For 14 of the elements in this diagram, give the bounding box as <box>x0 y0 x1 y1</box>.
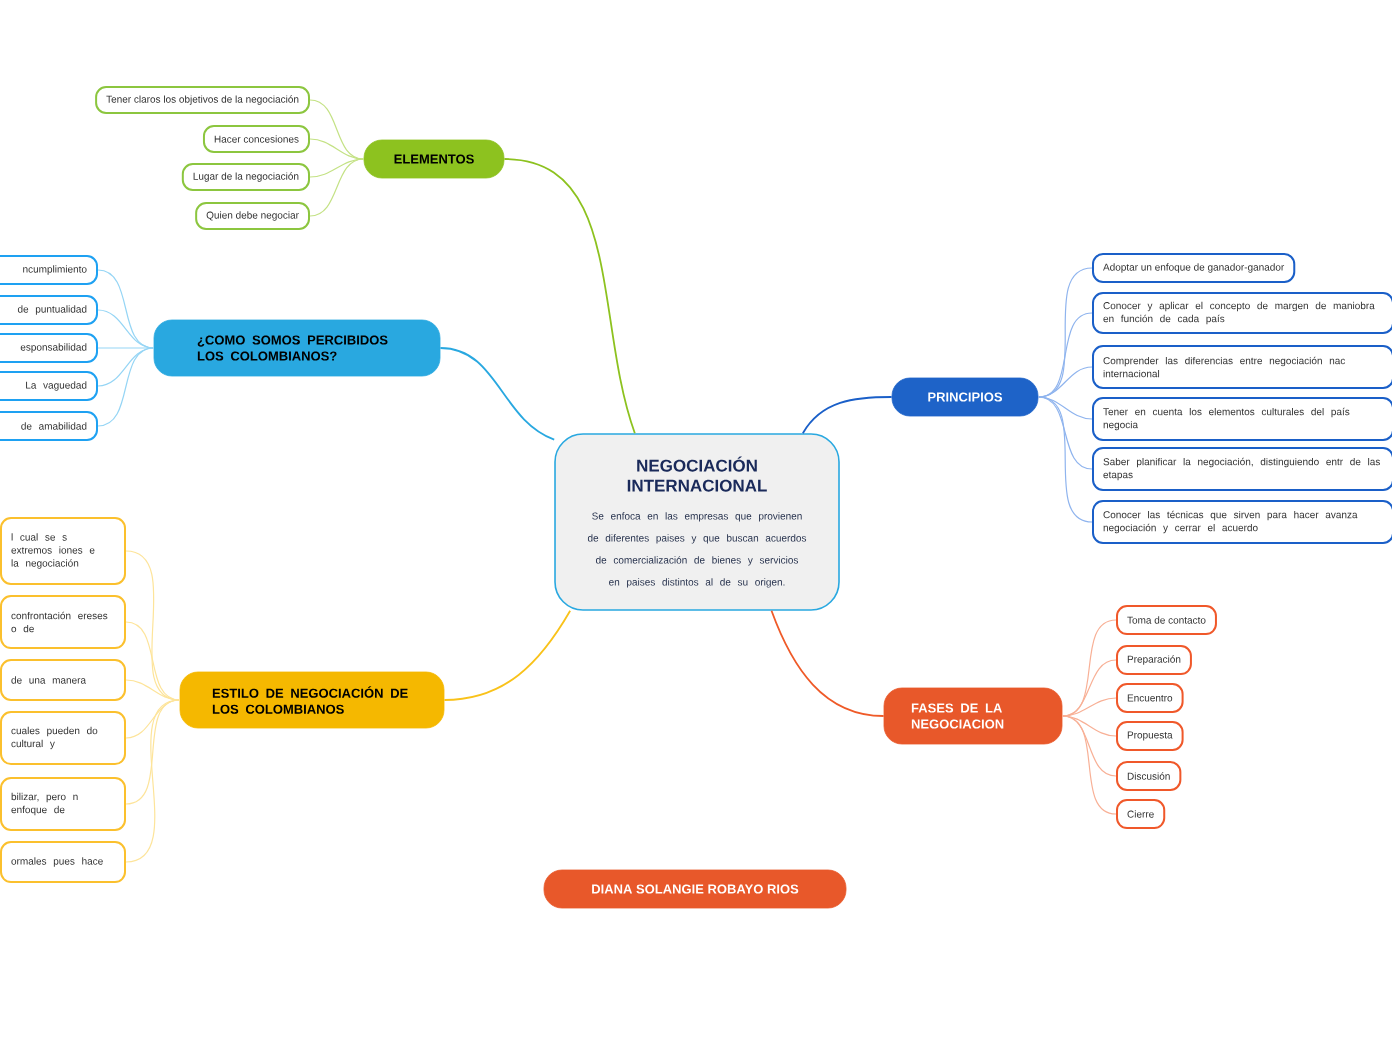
connector-line <box>1037 396 1093 523</box>
connector-line <box>770 609 885 717</box>
connector-line <box>439 347 556 441</box>
connector-line <box>97 347 155 427</box>
connector-line <box>125 699 181 863</box>
connector-line <box>125 679 181 701</box>
connector-line <box>503 158 636 435</box>
connector-line <box>309 138 365 160</box>
connector-line <box>309 158 365 217</box>
connector-line <box>443 609 572 701</box>
connector-line <box>1037 366 1093 398</box>
connector-line <box>125 699 181 805</box>
connector-line <box>1061 715 1117 815</box>
connector-line <box>801 396 893 435</box>
